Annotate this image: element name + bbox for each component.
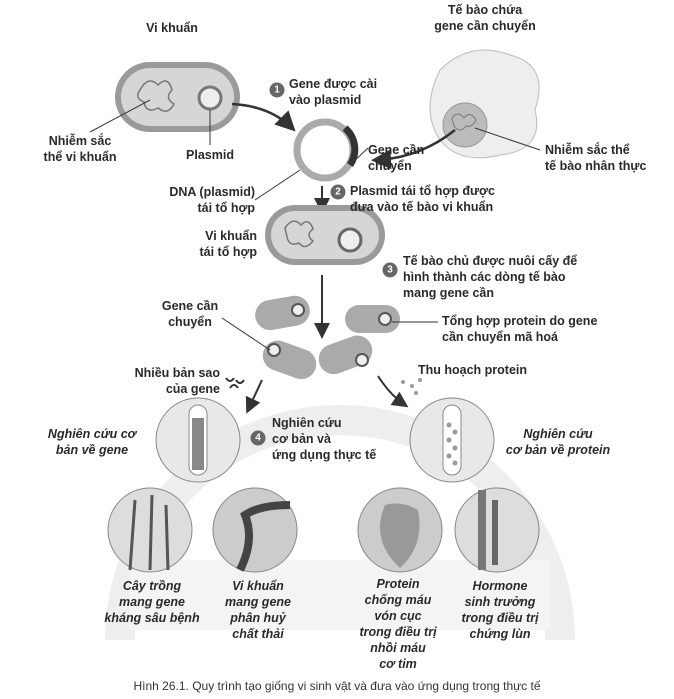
label-step1: Gene được cài vào plasmid xyxy=(289,77,378,107)
label-bacterium: Vi khuẩn xyxy=(146,21,198,35)
pointer xyxy=(474,127,541,151)
label-plasmid: Plasmid xyxy=(186,148,234,162)
pointer xyxy=(349,147,369,166)
label-target-gene-2: Gene cần chuyển xyxy=(161,299,219,329)
label-bacterial-chromosome: Nhiễm sắc thể vi khuẩn xyxy=(43,134,117,164)
label-recombinant-dna: DNA (plasmid) tái tổ hợp xyxy=(169,185,255,215)
label-app-hormone: Hormone sinh trưởng trong điều trị chứng… xyxy=(461,579,539,641)
hormone-image xyxy=(454,487,540,573)
label-recombinant-bacterium: Vi khuẩn tái tổ hợp xyxy=(199,229,258,259)
gene-copies-icon xyxy=(225,377,245,389)
protein-research-circle xyxy=(409,397,495,483)
label-step2: Plasmid tái tổ hợp được đưa vào tế bào v… xyxy=(350,184,495,214)
label-gene-copies: Nhiều bản sao của gene xyxy=(134,366,220,396)
gene-research-circle xyxy=(155,397,241,483)
label-target-gene: Gene cần chuyển xyxy=(368,143,425,173)
step-badge-3: 3 xyxy=(382,262,398,278)
figure-caption: Hình 26.1. Quy trình tạo giống vi sinh v… xyxy=(133,679,541,693)
eukaryotic-cell xyxy=(429,49,540,159)
heart-image xyxy=(357,487,443,573)
label-donor-cell: Tế bào chứa gene cần chuyển xyxy=(434,3,536,33)
label-protein-synthesis: Tổng hợp protein do gene cần chuyển mã h… xyxy=(442,314,598,344)
label-protein-research: Nghiên cứu cơ bản về protein xyxy=(505,427,611,457)
arrow xyxy=(231,102,296,132)
pointer xyxy=(221,317,271,351)
watermark-band xyxy=(130,560,550,630)
label-gene-research: Nghiên cứu cơ bản về gene xyxy=(47,427,137,457)
bacteria-colony xyxy=(255,295,400,380)
inserted-gene xyxy=(342,125,359,167)
label-step3: Tế bào chủ được nuôi cấy để hình thành c… xyxy=(403,254,578,300)
crop-image xyxy=(107,487,193,573)
arrow xyxy=(245,379,263,414)
pointer xyxy=(254,169,301,201)
label-app-bacteria: Vi khuẩn mang gene phân huỷ chất thải xyxy=(225,579,291,641)
label-app-crops: Cây trồng mang gene kháng sâu bệnh xyxy=(104,579,200,625)
label-step4: Nghiên cứu cơ bản và ứng dụng thực tế xyxy=(272,416,377,462)
step-badge-1: 1 xyxy=(269,82,285,98)
arrow xyxy=(377,375,409,408)
label-app-protein: Protein chống máu vón cục trong điều trị… xyxy=(359,577,437,671)
bacterium-cell xyxy=(115,62,240,132)
recombinant-bacterium xyxy=(265,205,385,265)
waste-bacteria-image xyxy=(212,487,298,573)
label-harvest-protein: Thu hoạch protein xyxy=(418,363,528,377)
step-badge-4: 4 xyxy=(250,430,266,446)
pointer xyxy=(89,99,151,133)
label-eukaryotic-chromosome: Nhiễm sắc thể tế bào nhân thực xyxy=(545,143,647,173)
protein-dots xyxy=(401,378,422,395)
step-badge-2: 2 xyxy=(330,184,346,200)
arrow xyxy=(371,129,456,170)
